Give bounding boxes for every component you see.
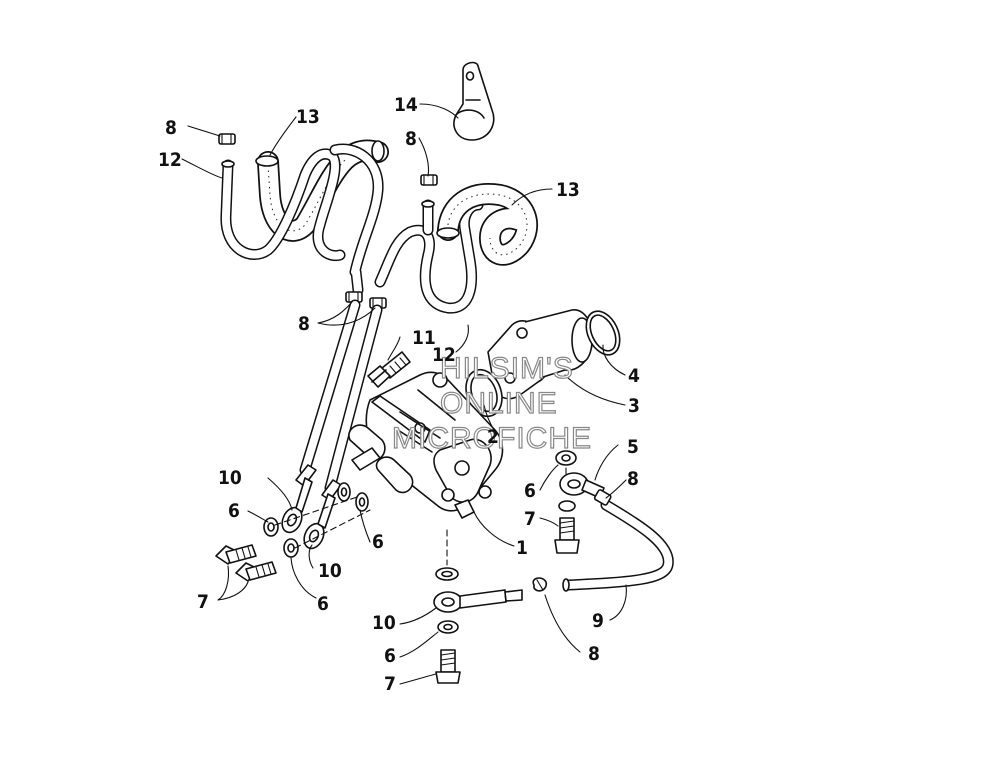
callout-13-right: 13: [556, 179, 580, 201]
o-ring-4: [585, 310, 621, 356]
hose-clamp-8-right: [593, 489, 612, 506]
callout-5: 5: [627, 436, 639, 458]
callout-4: 4: [628, 365, 640, 387]
washer-6-left-b: [283, 538, 299, 558]
callout-7-left: 7: [197, 591, 209, 613]
water-pump-1: [348, 371, 504, 519]
assembly-lines: [274, 457, 567, 566]
bolt-11: [367, 351, 411, 388]
banjo-bolt-7-left-a: [215, 544, 257, 565]
callout-13-left: 13: [296, 106, 320, 128]
callout-10-center: 10: [318, 560, 342, 582]
callout-6-left-lower: 6: [317, 593, 329, 615]
washer-6-right-b: [558, 500, 576, 512]
coolant-hose-13-right: [436, 183, 538, 266]
hose-clamp-8-top-center: [420, 174, 438, 186]
watermark-line-2: ONLINE: [440, 387, 558, 420]
bracket-14: [453, 61, 495, 141]
callout-2: 2: [487, 426, 499, 448]
bypass-tubes: [299, 299, 383, 494]
banjo-fitting-10-left-a: [281, 464, 317, 534]
gasket-2: [465, 368, 503, 418]
coolant-hose-9: [562, 499, 674, 592]
callout-10-bottom: 10: [372, 612, 396, 634]
banjo-bolt-7-left-b: [235, 561, 277, 582]
banjo-fitting-10-bottom: [433, 589, 523, 613]
callout-12-left: 12: [158, 149, 182, 171]
callout-8-mid: 8: [298, 313, 310, 335]
callout-6-center: 6: [372, 531, 384, 553]
callout-12-center: 12: [432, 344, 456, 366]
hose-clamp-8-bottom: [532, 577, 548, 592]
banjo-fitting-10-left-b: [303, 479, 342, 550]
callout-6-right: 6: [524, 480, 536, 502]
callout-1: 1: [516, 537, 528, 559]
callout-8-top-left: 8: [165, 117, 177, 139]
callout-10-left: 10: [218, 467, 242, 489]
callout-8-top-center: 8: [405, 128, 417, 150]
washer-6-center-b: [355, 492, 369, 512]
callout-14: 14: [394, 94, 418, 116]
watermark-line-3: MICROFICHE: [392, 422, 592, 455]
washer-6-center-a: [337, 482, 351, 502]
washer-6-lower: [435, 567, 459, 581]
callout-9: 9: [592, 610, 604, 632]
callout-11: 11: [412, 327, 436, 349]
callout-7-bottom: 7: [384, 673, 396, 695]
thermostat-housing-3: [487, 309, 594, 400]
callout-8-right: 8: [627, 468, 639, 490]
callout-7-right: 7: [524, 508, 536, 530]
banjo-bolt-7-bottom: [435, 649, 461, 684]
washer-6-bottom: [437, 620, 459, 634]
callout-6-bottom: 6: [384, 645, 396, 667]
coolant-tube-12-center: [329, 143, 484, 314]
leader-lines: [181, 103, 627, 685]
callout-3: 3: [628, 395, 640, 417]
banjo-bolt-7-right: [554, 517, 580, 554]
washer-6-left-a: [263, 517, 279, 537]
callout-8-bottom: 8: [588, 643, 600, 665]
callout-labels: 14 13 13 8 8 12 8 11 12 4 3 2 5 8 6 7 10…: [158, 94, 640, 695]
coolant-tube-12-left: [220, 148, 346, 262]
washer-6-right: [555, 450, 577, 466]
watermark: HILSIM'S ONLINE MICROFICHE: [391, 351, 592, 455]
hose-clamp-8-top-left: [218, 133, 236, 145]
banjo-fitting-5: [559, 472, 605, 499]
callout-6-left: 6: [228, 500, 240, 522]
watermark-line-1: HILSIM'S: [440, 352, 574, 385]
